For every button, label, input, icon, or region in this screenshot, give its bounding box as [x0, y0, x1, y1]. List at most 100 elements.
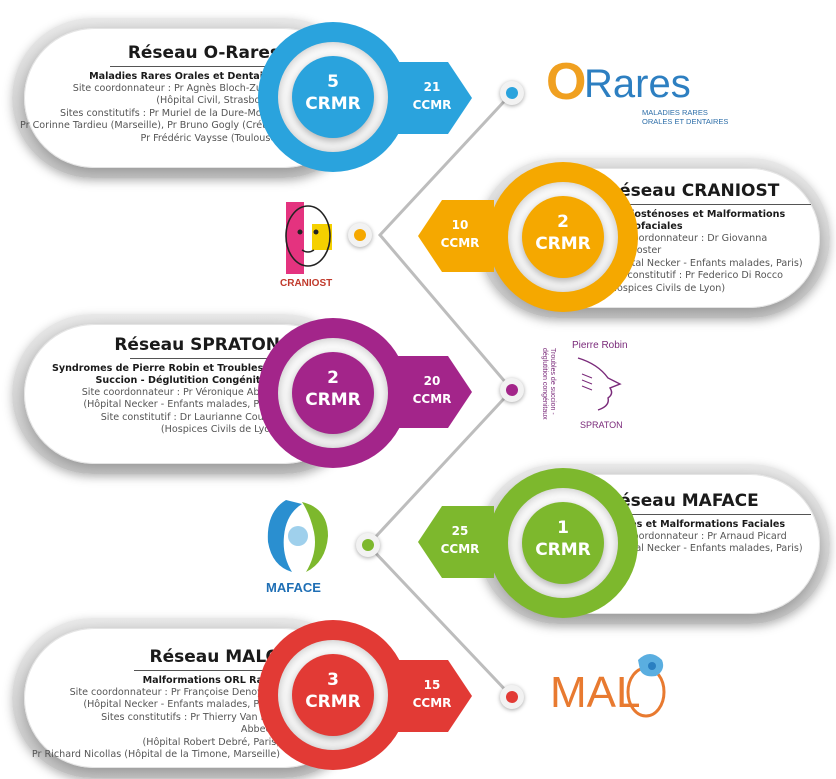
- crmr-ring: 1 CRMR: [488, 468, 638, 618]
- ccmr-tag: 21 CCMR: [396, 58, 474, 138]
- spraton-logo-text: SPRATON: [580, 420, 623, 430]
- detail-line: Pr Richard Nicollas (Hôpital de la Timon…: [31, 749, 280, 761]
- ccmr-label: CCMR: [412, 98, 452, 112]
- crmr-label: CRMR: [305, 94, 361, 114]
- crmr-ring: 2 CRMR: [488, 162, 638, 312]
- connector-dot-maface: [356, 533, 380, 557]
- crmr-badge: 1 CRMR: [522, 502, 604, 584]
- crmr-ring: 2 CRMR: [258, 318, 408, 468]
- network-title: Réseau SPRATON: [114, 335, 280, 355]
- detail-line: (Hôpital Necker - Enfants malades, Paris…: [606, 543, 803, 555]
- ccmr-tag: 15 CCMR: [396, 656, 474, 736]
- craniost-logo-text: CRANIOST: [280, 278, 333, 289]
- detail-line: (Hôpital Necker - Enfants malades, Paris…: [83, 399, 280, 411]
- crmr-label: CRMR: [305, 692, 361, 712]
- orares-logo: O Rares MALADIES RARES ORALES ET DENTAIR…: [546, 53, 736, 130]
- network-subtitle: Craniofaciales: [606, 221, 683, 232]
- network-title: Réseau MAFACE: [606, 491, 759, 511]
- network-title: Réseau MALO: [149, 647, 280, 667]
- connector-dot-orares: [500, 81, 524, 105]
- crmr-count: 5: [327, 72, 339, 92]
- maface-logo: MAFACE: [262, 496, 334, 596]
- detail-line: (Hôpital Necker - Enfants malades, Paris…: [83, 699, 280, 711]
- title-rule: [134, 670, 280, 671]
- detail-line: Site coordonnateur : Dr Giovanna Paterno…: [606, 233, 768, 256]
- spraton-profile-icon: [577, 357, 622, 411]
- network-title: Réseau CRANIOST: [606, 181, 780, 201]
- maface-face-icon: [267, 500, 328, 572]
- detail-line: Site coordonnateur : Pr Véronique Abadie: [81, 387, 280, 398]
- crmr-count: 3: [327, 670, 339, 690]
- ccmr-tag: 20 CCMR: [396, 352, 474, 432]
- detail-line: (Hôpital Necker - Enfants malades, Paris…: [606, 257, 803, 269]
- ccmr-label: CCMR: [440, 236, 480, 250]
- ccmr-count: 21: [423, 80, 441, 94]
- crmr-ring: 3 CRMR: [258, 620, 408, 770]
- malo-logo-text: MAL: [550, 668, 641, 717]
- ccmr-label: CCMR: [440, 542, 480, 556]
- network-subtitle: Syndromes de Pierre Robin et Troubles de: [51, 363, 280, 374]
- detail-line: (Hospices Civils de Lyon): [606, 282, 726, 294]
- crmr-label: CRMR: [305, 390, 361, 410]
- crmr-badge: 2 CRMR: [522, 196, 604, 278]
- connector-dot-craniost: [348, 223, 372, 247]
- card-text: Réseau MALO Malformations ORL Rares Site…: [32, 646, 281, 761]
- detail-line: Sites constitutifs : Pr Muriel de la Dur…: [60, 107, 310, 119]
- network-title: Réseau O-Rares: [127, 43, 280, 63]
- orares-logo-rares: Rares: [584, 62, 691, 106]
- spraton-logo-title: Pierre Robin: [572, 340, 628, 351]
- detail-line: Pr Frédéric Vaysse (Toulouse): [140, 132, 281, 144]
- network-subtitle: Fentes et Malformations Faciales: [606, 519, 786, 530]
- detail-line: (Hôpital Civil, Strasbourg): [156, 95, 280, 107]
- card-text: Réseau MAFACE Fentes et Malformations Fa…: [606, 490, 821, 556]
- detail-line: Site constitutif : Pr Federico Di Rocco: [606, 270, 784, 282]
- detail-line: (Hôpital Robert Debré, Paris): [142, 736, 281, 748]
- orares-logo-sub2: ORALES ET DENTAIRES: [642, 117, 729, 126]
- malo-logo: MAL: [550, 646, 670, 726]
- card-text: Réseau SPRATON Syndromes de Pierre Robin…: [52, 334, 280, 437]
- craniost-logo: CRANIOST: [278, 196, 338, 296]
- title-rule: [130, 358, 280, 359]
- crmr-badge: 2 CRMR: [292, 352, 374, 434]
- spraton-logo-side1: Troubles de succion -: [549, 348, 556, 415]
- detail-line: Sites constitutifs : Pr Thierry Van Den …: [101, 711, 280, 736]
- title-rule: [606, 514, 811, 515]
- ccmr-count: 25: [451, 524, 469, 538]
- network-subtitle: Craniosténoses et Malformations: [606, 209, 786, 220]
- spraton-logo-side2: déglutition congénitaux: [541, 348, 548, 420]
- ccmr-tag: 10 CCMR: [418, 196, 496, 276]
- ccmr-label: CCMR: [412, 696, 452, 710]
- maface-logo-text: MAFACE: [266, 580, 321, 595]
- ccmr-label: CCMR: [412, 392, 452, 406]
- detail-line: Site constitutif : Dr Laurianne Coutier: [100, 411, 280, 423]
- card-text: Réseau CRANIOST Craniosténoses et Malfor…: [606, 180, 821, 295]
- network-subtitle: Maladies Rares Orales et Dentaires: [89, 71, 280, 82]
- crmr-count: 1: [557, 518, 569, 538]
- ccmr-count: 10: [451, 218, 469, 232]
- network-subtitle: Succion - Déglutition Congénitaux: [95, 375, 280, 386]
- card-text: Réseau O-Rares Maladies Rares Orales et …: [20, 42, 310, 145]
- ccmr-count: 15: [423, 678, 441, 692]
- crmr-count: 2: [557, 212, 569, 232]
- detail-line: Pr Corinne Tardieu (Marseille), Pr Bruno…: [20, 120, 284, 132]
- orares-logo-o: O: [546, 53, 587, 111]
- spraton-logo: Pierre Robin Troubles de succion - déglu…: [540, 340, 640, 434]
- crmr-label: CRMR: [535, 234, 591, 254]
- detail-line: (Hospices Civils de Lyon): [160, 424, 280, 436]
- ccmr-tag: 25 CCMR: [418, 502, 496, 582]
- detail-line: Site coordonnateur : Pr Agnès Bloch-Zupa…: [72, 83, 280, 94]
- malo-ear-icon: [626, 654, 666, 718]
- crmr-ring: 5 CRMR: [258, 22, 408, 172]
- connector-dot-malo: [500, 685, 524, 709]
- connector-dot-spraton: [500, 378, 524, 402]
- crmr-count: 2: [327, 368, 339, 388]
- craniost-face-icon: [285, 202, 332, 274]
- ccmr-count: 20: [423, 374, 441, 388]
- crmr-badge: 5 CRMR: [292, 56, 374, 138]
- detail-line: Site coordonnateur : Pr Arnaud Picard: [606, 531, 787, 542]
- network-subtitle: Malformations ORL Rares: [142, 675, 280, 686]
- orares-logo-sub1: MALADIES RARES: [642, 108, 708, 117]
- detail-line: Site coordonnateur : Pr Françoise Denoye…: [69, 687, 280, 698]
- title-rule: [110, 66, 280, 67]
